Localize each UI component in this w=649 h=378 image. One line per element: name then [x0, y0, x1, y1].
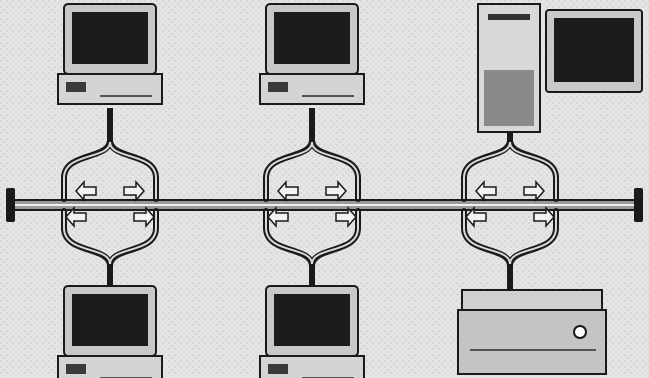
screen [72, 12, 148, 64]
printer-button [574, 326, 586, 338]
drive-bay [66, 82, 86, 92]
workstation-2 [260, 4, 364, 104]
printer-body [458, 310, 606, 374]
tower-bay [488, 14, 530, 20]
workstation-4 [260, 286, 364, 378]
left-terminator [6, 188, 15, 222]
screen [274, 294, 350, 346]
drive-bay [66, 364, 86, 374]
tower-panel [484, 70, 534, 126]
right-terminator [634, 188, 643, 222]
drive-bay [268, 82, 288, 92]
server-screen [554, 18, 634, 82]
drive-bay [268, 364, 288, 374]
printer-top [462, 290, 602, 310]
workstation-1 [58, 4, 162, 104]
printer [458, 290, 606, 374]
workstation-3 [58, 286, 162, 378]
screen [274, 12, 350, 64]
screen [72, 294, 148, 346]
